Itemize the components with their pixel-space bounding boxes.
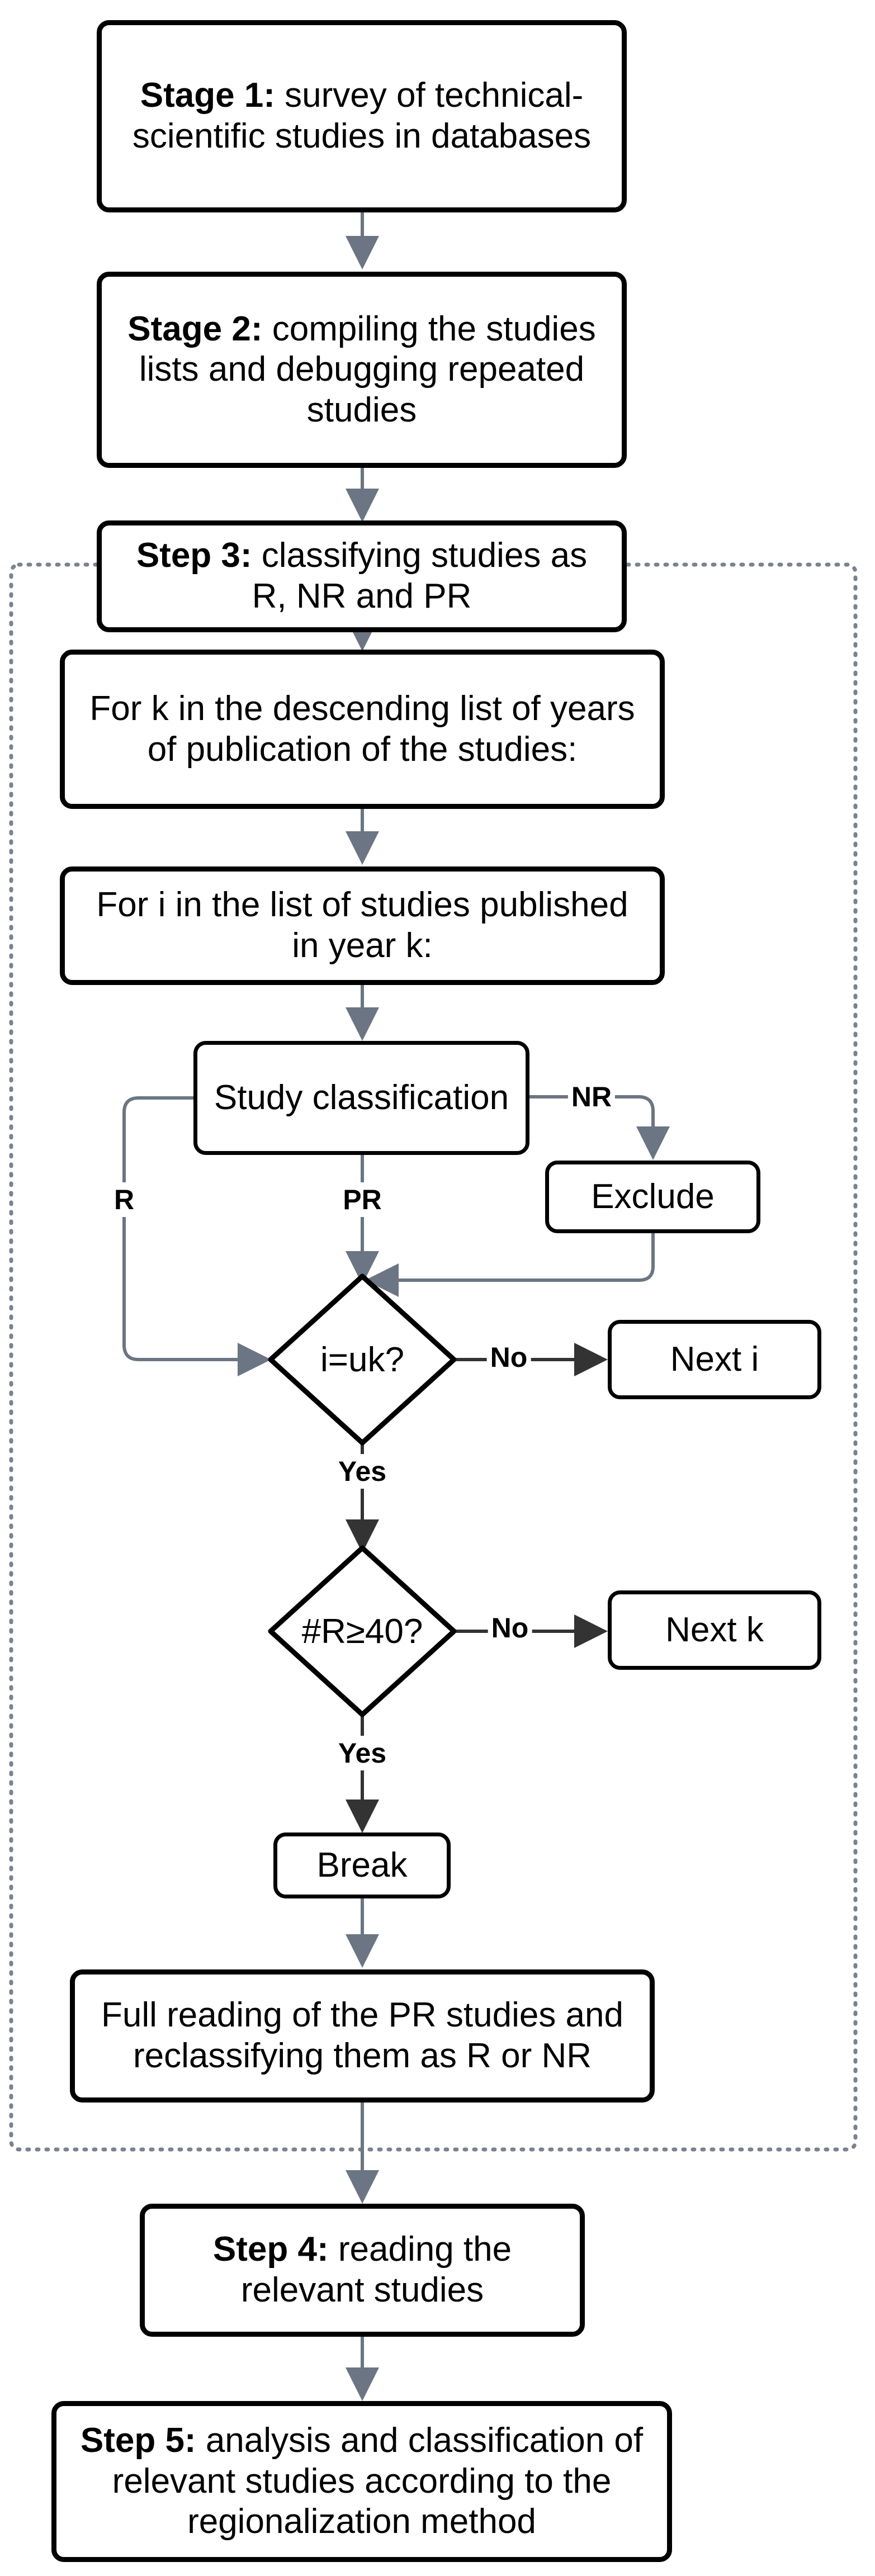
next-i-text: Next i <box>670 1339 759 1379</box>
break-text: Break <box>316 1845 408 1884</box>
stage2-bold: Stage 2: <box>127 309 263 348</box>
next-k-box: Next k <box>608 1590 821 1670</box>
full-reading-text: Full reading of the PR studies and recla… <box>101 1996 623 2075</box>
step3-container <box>9 562 858 2152</box>
edge-label-yes-2: Yes <box>334 1736 390 1770</box>
classify-box: Study classification <box>193 1041 529 1155</box>
step3-bold: Step 3: <box>136 536 252 575</box>
stage2-box: Stage 2: compiling the studies lists and… <box>97 272 627 468</box>
classify-text: Study classification <box>214 1078 509 1117</box>
break-box: Break <box>273 1832 451 1898</box>
decision-r40-text: #R≥40? <box>301 1612 423 1651</box>
decision-uk: i=uk? <box>271 1276 454 1443</box>
arrow-classify-r <box>122 1096 271 1376</box>
loop-i-box: For i in the list of studies published i… <box>60 866 665 985</box>
loop-k-text: For k in the descending list of years of… <box>89 689 635 769</box>
stage2-text: compiling the studies lists and debuggin… <box>139 309 596 429</box>
decision-r40: #R≥40? <box>271 1548 454 1715</box>
next-i-box: Next i <box>608 1320 821 1399</box>
stage1-box: Stage 1: survey of technical-scientific … <box>97 20 627 212</box>
step5-text: analysis and classification of relevant … <box>112 2421 644 2541</box>
exclude-text: Exclude <box>591 1177 715 1216</box>
edge-label-no-1: No <box>486 1340 531 1375</box>
decision-uk-diamond <box>268 1273 457 1446</box>
loop-k-box: For k in the descending list of years of… <box>60 650 665 809</box>
loop-i-text: For i in the list of studies published i… <box>96 886 628 965</box>
edge-label-yes-1: Yes <box>334 1454 390 1489</box>
edge-label-no-2: No <box>488 1611 532 1645</box>
next-k-text: Next k <box>665 1610 764 1649</box>
stage1-bold: Stage 1: <box>140 76 275 115</box>
arrow-exclude-merge <box>365 1233 655 1297</box>
step5-bold: Step 5: <box>80 2421 196 2460</box>
edge-label-nr: NR <box>567 1079 616 1114</box>
arrow-classify-nr <box>528 1095 670 1160</box>
decision-uk-text: i=uk? <box>320 1340 404 1379</box>
step3-text: classifying studies as R, NR and PR <box>252 536 588 615</box>
decision-r40-diamond <box>268 1545 457 1717</box>
edge-label-r: R <box>110 1182 138 1217</box>
step4-bold: Step 4: <box>212 2230 329 2269</box>
step3-box: Step 3: classifying studies as R, NR and… <box>97 520 627 632</box>
step5-box: Step 5: analysis and classification of r… <box>51 2401 672 2562</box>
edge-label-pr: PR <box>339 1182 385 1217</box>
exclude-box: Exclude <box>545 1161 760 1233</box>
full-reading-box: Full reading of the PR studies and recla… <box>70 1969 655 2103</box>
step4-box: Step 4: reading the relevant studies <box>140 2204 585 2337</box>
step4-text: reading the relevant studies <box>240 2230 512 2309</box>
stage1-text: survey of technical-scientific studies i… <box>132 76 592 155</box>
